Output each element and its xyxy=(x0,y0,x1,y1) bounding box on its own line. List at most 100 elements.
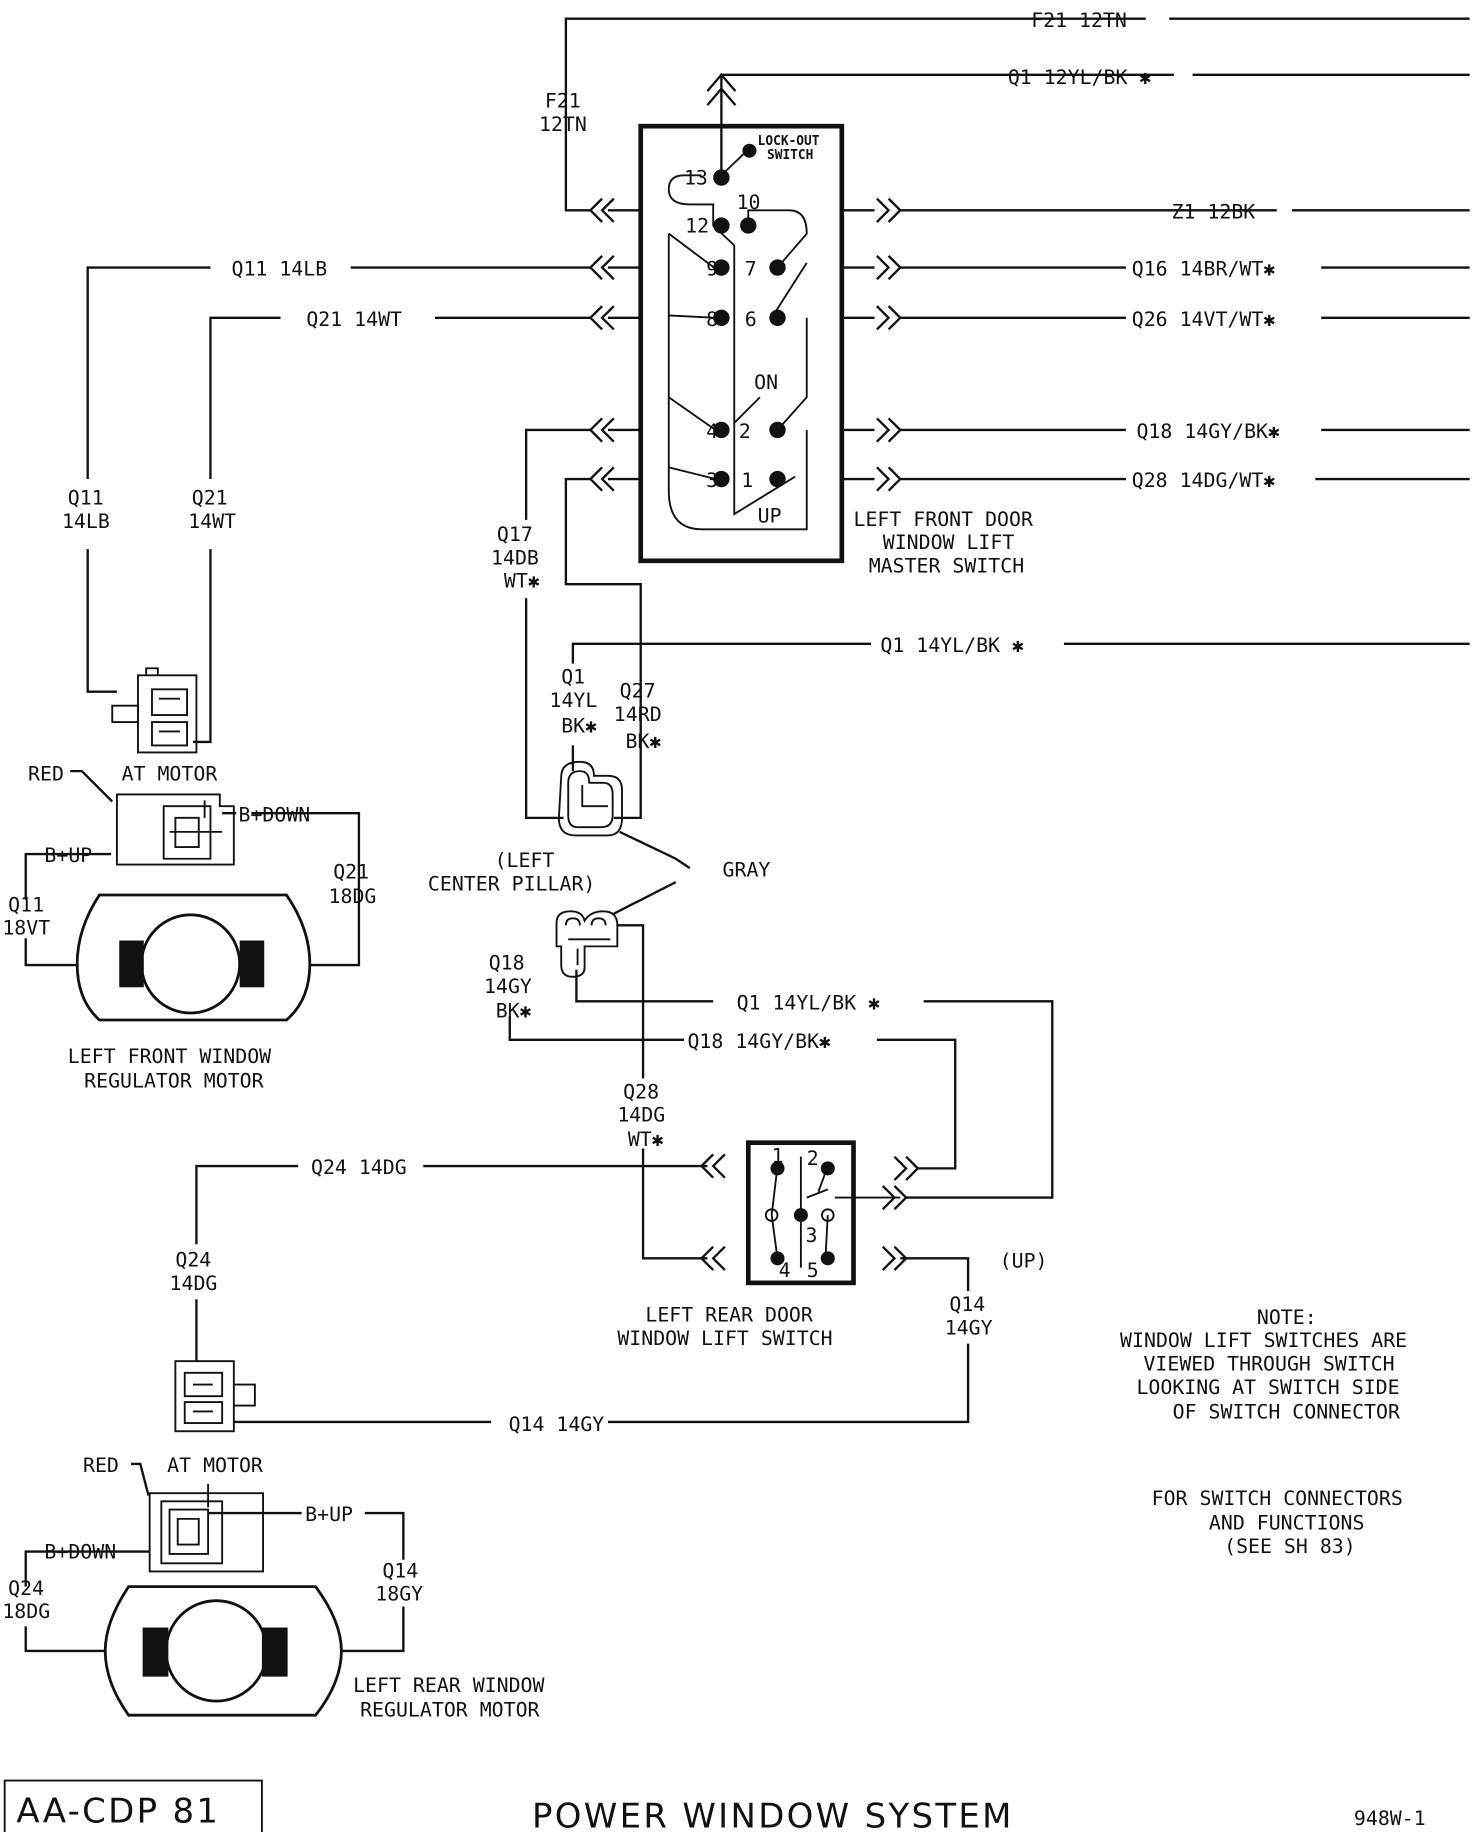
label-q18-vertical-1: Q18 xyxy=(489,952,525,975)
rear-motor-gearbox xyxy=(148,1483,265,1573)
rear-motor-armature xyxy=(164,1599,268,1703)
front-motor-connector-detail xyxy=(111,667,189,747)
wire-f21 xyxy=(564,17,1470,212)
label-rear-motor-1: LEFT REAR WINDOW xyxy=(353,1674,544,1697)
left-front-motor-assembly xyxy=(75,667,312,1022)
wire-labels: F21 12TN F21 12TN Q1 12YL/BK ✱ Z1 12BK Q… xyxy=(2,9,1407,1721)
rear-motor-brush-right xyxy=(261,1627,288,1677)
label-note-2: WINDOW LIFT SWITCHES ARE xyxy=(1120,1329,1407,1352)
label-red-rear: RED xyxy=(83,1454,119,1477)
center-pillar-connectors xyxy=(555,760,623,978)
label-up-paren: (UP) xyxy=(1000,1250,1048,1273)
label-q14-18gy-1: Q14 xyxy=(382,1559,418,1582)
pin-10-terminal xyxy=(740,217,757,234)
pin-1-terminal xyxy=(769,470,786,488)
label-bdown-front: B+DOWN xyxy=(239,803,311,826)
label-master-switch-2: WINDOW LIFT xyxy=(883,531,1015,554)
wire-q17 xyxy=(524,428,641,820)
on-position-label: ON xyxy=(754,371,778,394)
label-for-switch-2: AND FUNCTIONS xyxy=(1209,1511,1364,1534)
rear-pin-4-terminal xyxy=(770,1251,785,1266)
label-q11-18vt-2: 18VT xyxy=(2,917,50,940)
pin-2-label: 2 xyxy=(739,420,751,443)
chevron-q21 xyxy=(588,305,615,331)
label-q27-3: BK✱ xyxy=(626,730,662,753)
label-q28-vertical-1: Q28 xyxy=(623,1080,659,1103)
label-left-center-2: CENTER PILLAR) xyxy=(428,872,595,895)
front-motor-brush-right xyxy=(239,940,265,988)
label-for-switch-3: (SEE SH 83) xyxy=(1224,1535,1356,1558)
rear-pin-2-terminal xyxy=(820,1161,835,1176)
rear-pin-3-terminal xyxy=(793,1208,808,1223)
pin-1-label: 1 xyxy=(741,469,753,492)
chevron-q18-rear xyxy=(893,1155,920,1181)
rear-motor-brush-left xyxy=(142,1627,169,1677)
pin-9-label: 9 xyxy=(706,258,718,281)
chevron-z1 xyxy=(876,197,902,223)
label-red-front: RED xyxy=(28,762,64,785)
label-q11-horizontal: Q11 14LB xyxy=(231,258,327,281)
label-note-4: LOOKING AT SWITCH SIDE xyxy=(1136,1376,1399,1399)
label-q17-2: 14DB xyxy=(491,546,539,569)
lockout-label-1: LOCK-OUT xyxy=(758,134,820,149)
sheet-number: 948W-1 xyxy=(1354,1807,1426,1830)
pin-12-label: 12 xyxy=(685,215,709,238)
chevron-q27 xyxy=(588,466,615,492)
pin-2-terminal xyxy=(769,421,786,439)
rear-switch-housing xyxy=(745,1140,856,1286)
pin-3-terminal xyxy=(713,470,730,488)
chevron-q18 xyxy=(876,417,902,443)
master-switch-internal-traces xyxy=(667,148,808,531)
label-q28-vertical-2: 14DG xyxy=(617,1104,665,1127)
label-q18-vertical-2: 14GY xyxy=(484,975,532,998)
wire-q21 xyxy=(192,316,641,744)
up-position-label: UP xyxy=(758,504,782,527)
label-front-motor-2: REGULATOR MOTOR xyxy=(84,1070,263,1093)
label-q21-vertical-2: 14WT xyxy=(188,510,236,533)
front-motor-brush-left xyxy=(119,940,144,988)
label-q24-vertical-1: Q24 xyxy=(175,1249,211,1272)
pillar-connector-lower xyxy=(555,910,619,978)
pin-12-terminal xyxy=(713,217,730,234)
chevron-q14-rear xyxy=(881,1245,908,1271)
left-rear-door-switch: 1 2 3 4 5 xyxy=(745,1140,901,1286)
label-front-motor-1: LEFT FRONT WINDOW xyxy=(68,1045,271,1068)
label-f21-top: F21 12TN xyxy=(1031,9,1127,32)
pin-4-label: 4 xyxy=(706,420,718,443)
left-rear-motor-assembly xyxy=(103,1360,343,1717)
label-at-motor-rear: AT MOTOR xyxy=(167,1454,263,1477)
label-q28-vertical-3: WT✱ xyxy=(628,1128,664,1151)
rear-pin-2-label: 2 xyxy=(807,1147,819,1170)
wire-rear-motor-leads xyxy=(24,1462,405,1653)
rear-pin-1-label: 1 xyxy=(772,1145,784,1168)
label-q14-18gy-2: 18GY xyxy=(375,1583,423,1606)
label-q21-vertical-1: Q21 xyxy=(192,487,228,510)
pin-10-label: 10 xyxy=(737,191,761,214)
label-q1-vertical-1: Q1 xyxy=(561,666,585,689)
pin-8-terminal xyxy=(713,309,730,326)
label-q11-18vt-1: Q11 xyxy=(8,893,44,916)
wire-q24 xyxy=(195,1164,708,1362)
wire-q14 xyxy=(233,1257,970,1424)
pillar-connector-upper-inner xyxy=(567,770,614,829)
label-q26: Q26 14VT/WT✱ xyxy=(1132,308,1276,331)
label-q18-right: Q18 14GY/BK✱ xyxy=(1136,420,1280,443)
label-q21-18dg-1: Q21 xyxy=(333,861,369,884)
label-q18-low: Q18 14GY/BK✱ xyxy=(687,1030,831,1053)
label-q1-vertical-3: BK✱ xyxy=(561,715,597,738)
chevron-q11 xyxy=(588,255,615,281)
master-switch-housing xyxy=(638,123,845,564)
rear-motor-connector-detail xyxy=(183,1371,256,1425)
rear-motor-connector xyxy=(174,1360,235,1433)
pin-9-terminal xyxy=(713,259,730,276)
label-q28-right: Q28 14DG/WT✱ xyxy=(1132,469,1276,492)
pin-13-terminal xyxy=(713,169,730,186)
label-q24-horizontal: Q24 14DG xyxy=(311,1156,407,1179)
rear-pin-5-terminal xyxy=(820,1251,835,1266)
wire-q18-low xyxy=(508,1016,957,1170)
label-bdown-rear: B+DOWN xyxy=(44,1541,116,1564)
page-code-box xyxy=(3,1779,263,1832)
label-gray: GRAY xyxy=(723,858,771,881)
pin-7-terminal xyxy=(769,259,786,276)
front-motor-gearbox xyxy=(115,793,235,866)
